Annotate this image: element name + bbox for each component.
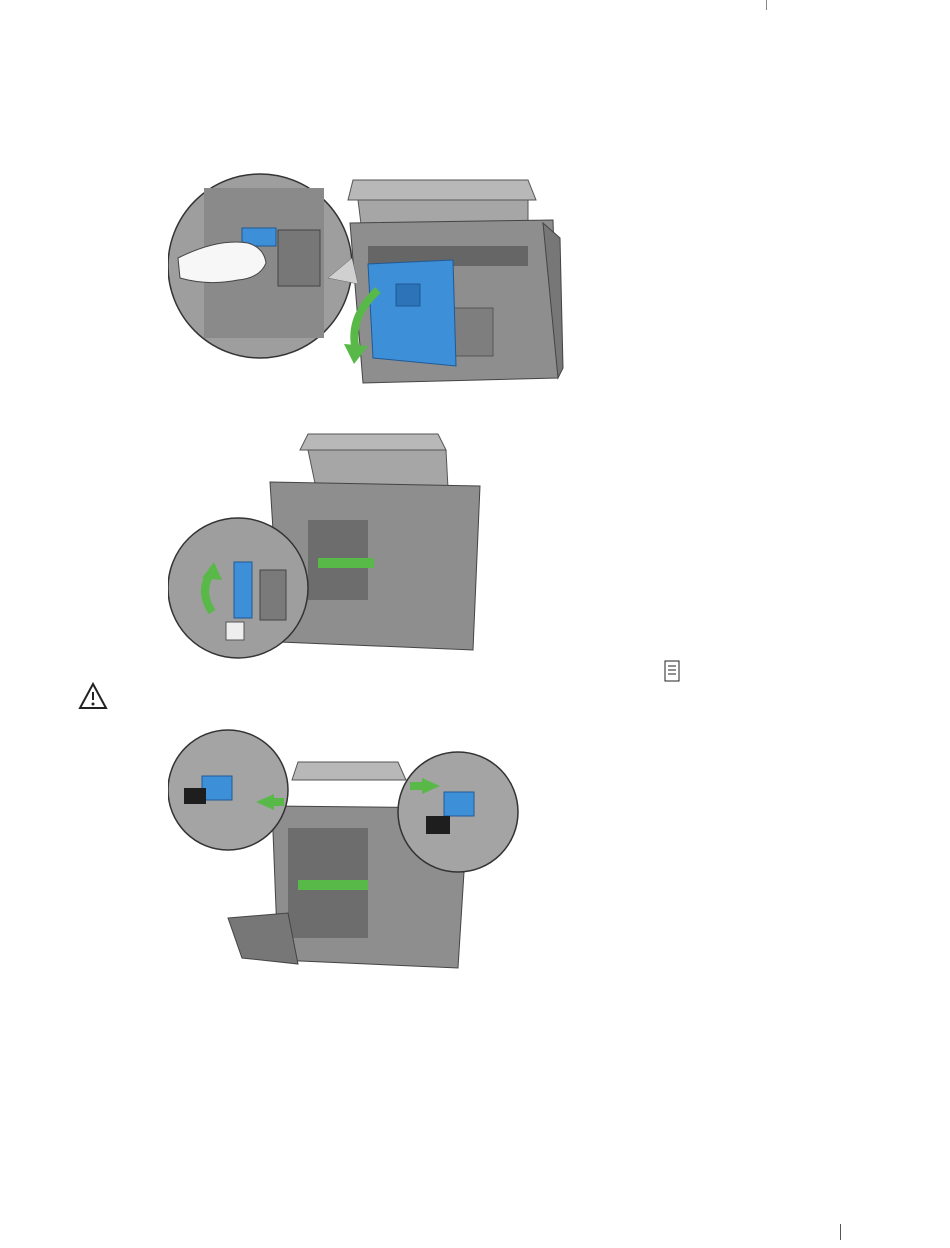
top-edge-line: [766, 0, 767, 10]
rear-cover-door: [368, 260, 456, 366]
zoom-inset-right: [398, 752, 518, 872]
page-footer-rule: [840, 1224, 841, 1240]
figure-push-levers: [168, 728, 523, 976]
caution-icon: [78, 682, 108, 710]
note-icon: [664, 660, 682, 684]
zoom-inset: [168, 518, 308, 658]
rear-cover-door: [228, 913, 298, 964]
figure-open-rear-cover: [168, 168, 568, 396]
figure-raise-fuser-lever: [168, 430, 488, 660]
zoom-inset-left: [168, 730, 288, 850]
